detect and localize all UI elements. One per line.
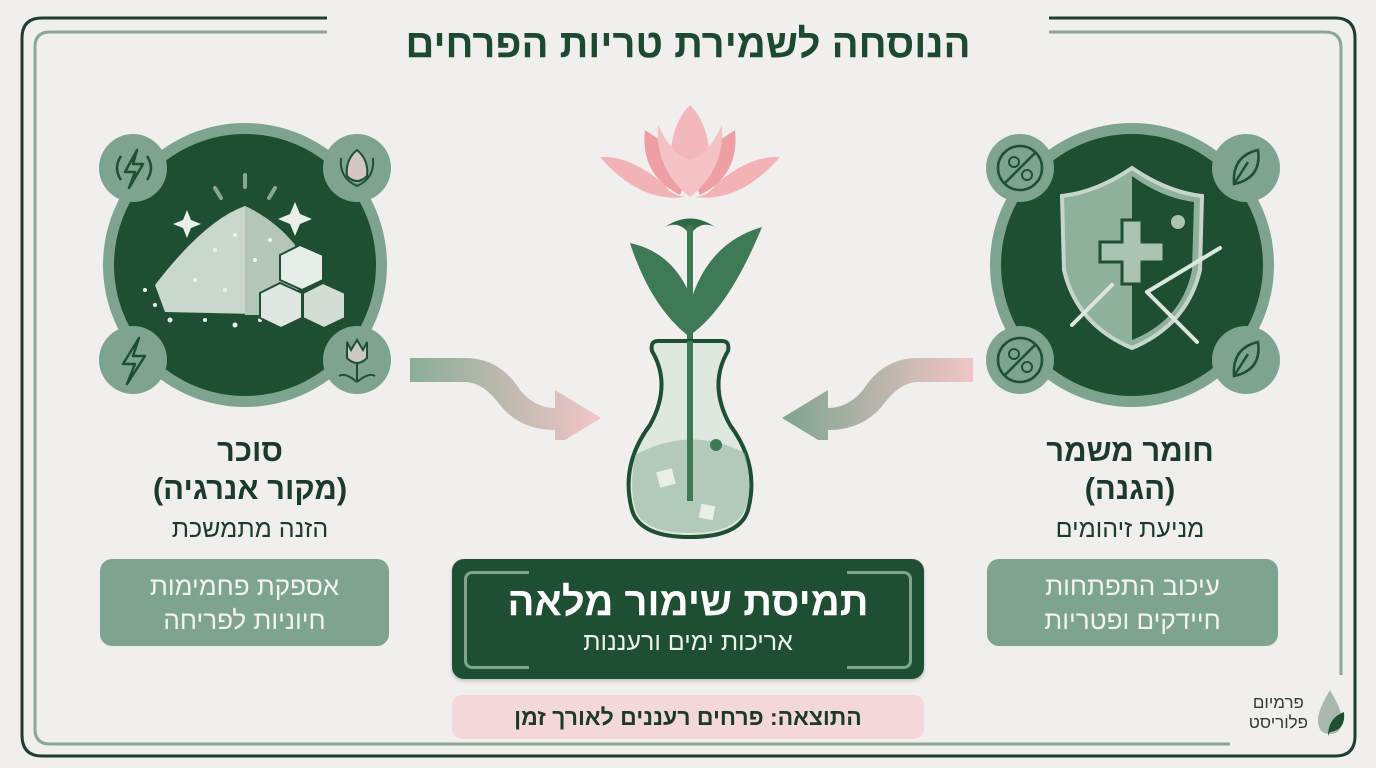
preservative-title: חומר משמר xyxy=(1046,433,1214,468)
leaf-icon xyxy=(1212,134,1280,202)
full-solution-box: תמיסת שימור מלאה אריכות ימים ורעננות xyxy=(452,559,924,679)
left-arrow xyxy=(410,358,601,440)
brand-line2: פלוריסט xyxy=(1248,713,1308,732)
sugar-info-line2: חיוניות לפריחה xyxy=(163,604,326,635)
preservative-label-block: חומר משמר (הגנה) מניעת זיהומים xyxy=(980,432,1280,546)
result-text: התוצאה: פרחים רעננים לאורך זמן xyxy=(514,703,862,730)
bracket-decoration xyxy=(847,571,912,669)
sugar-illustration xyxy=(99,123,391,407)
full-solution-subtitle: אריכות ימים ורעננות xyxy=(583,628,793,656)
leaf-icon xyxy=(1212,326,1280,394)
sugar-label-block: סוכר (מקור אנרגיה) הזנה מתמשכת xyxy=(100,432,400,546)
flower-vase-illustration xyxy=(600,105,780,540)
right-arrow xyxy=(782,358,973,440)
page-title: הנוסחה לשמירת טריות הפרחים xyxy=(405,22,971,66)
sugar-subtitle: הזנה מתמשכת xyxy=(171,515,329,543)
full-solution-title: תמיסת שימור מלאה xyxy=(507,580,869,624)
bracket-decoration xyxy=(464,571,529,669)
water-drop-leaf-icon xyxy=(1318,690,1345,736)
preservative-info-box: עיכוב התפתחות חיידקים ופטריות xyxy=(987,559,1278,646)
result-banner: התוצאה: פרחים רעננים לאורך זמן xyxy=(452,695,924,739)
no-bacteria-icon xyxy=(986,134,1054,202)
brand-logo: פרמיום פלוריסט xyxy=(1249,688,1346,738)
energy-cycle-icon xyxy=(99,134,167,202)
tulip-icon xyxy=(323,326,391,394)
flower-bud-icon xyxy=(323,134,391,202)
sugar-info-line1: אספקת פחמימות xyxy=(149,570,340,601)
preservative-info-line2: חיידקים ופטריות xyxy=(1044,604,1221,635)
no-bacteria-icon xyxy=(986,326,1054,394)
brand-line1: פרמיום xyxy=(1252,693,1304,712)
sugar-title-paren: (מקור אנרגיה) xyxy=(152,471,348,506)
preservative-info-line1: עיכוב התפתחות xyxy=(1045,570,1220,601)
sugar-info-box: אספקת פחמימות חיוניות לפריחה xyxy=(100,559,389,646)
sugar-title: סוכר xyxy=(216,433,283,468)
lightning-icon xyxy=(99,326,167,394)
preservative-title-paren: (הגנה) xyxy=(1084,471,1176,506)
preservative-subtitle: מניעת זיהומים xyxy=(1055,515,1205,543)
preservative-illustration xyxy=(986,123,1280,407)
